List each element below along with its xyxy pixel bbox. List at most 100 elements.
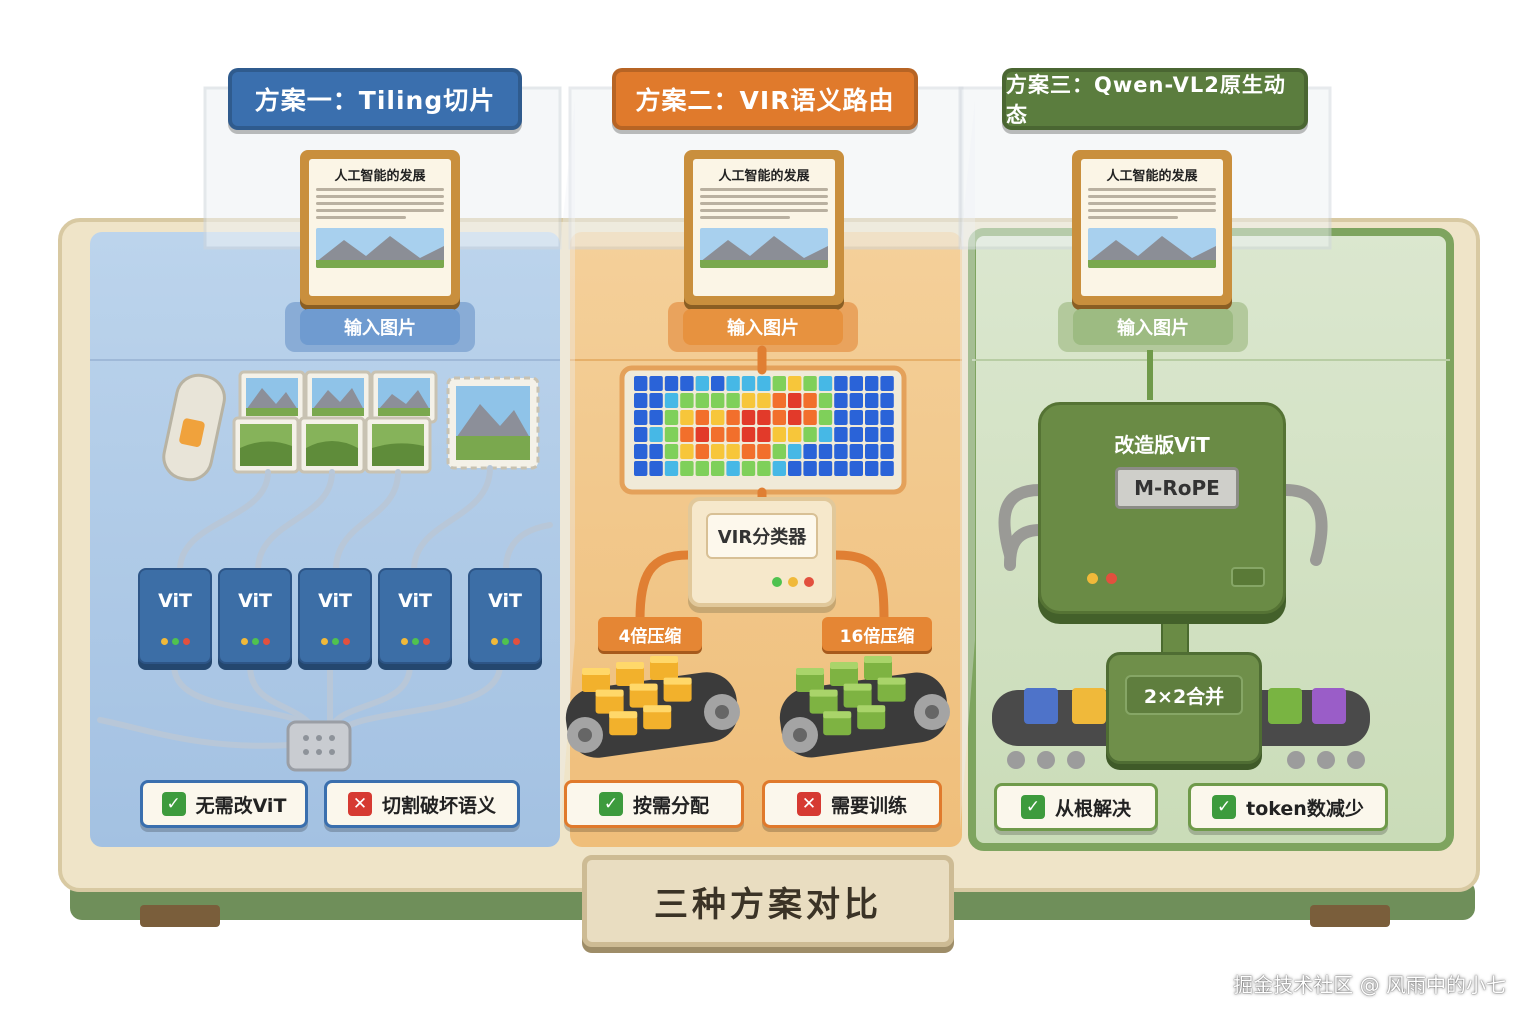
token-cube-top: [643, 705, 672, 713]
heatmap-cell: [664, 376, 679, 391]
heatmap-cell: [834, 427, 848, 442]
panel-title-qwen: 方案三：Qwen-VL2原生动态: [1002, 68, 1308, 130]
heatmap-cell: [711, 393, 725, 408]
modified-vit-label: 改造版ViT: [1114, 433, 1210, 457]
heatmap-cell: [634, 444, 648, 459]
heatmap-cell: [649, 376, 663, 391]
heatmap-cell: [772, 376, 786, 391]
heatmap-cell: [849, 444, 863, 459]
heatmap-cell: [695, 461, 709, 476]
heatmap-cell: [649, 461, 663, 476]
vit-unit: ViT: [298, 568, 372, 664]
heatmap-cell: [772, 427, 786, 442]
heatmap-cell: [695, 427, 709, 442]
heatmap-cell: [649, 410, 663, 425]
heatmap-cell: [865, 410, 879, 425]
heatmap-cell: [741, 410, 756, 425]
heatmap-cell: [757, 461, 771, 476]
heatmap-cell: [741, 427, 756, 442]
heatmap-cell: [649, 393, 663, 408]
input-image-label-qwen: 输入图片: [1073, 309, 1233, 345]
watermark: 掘金技术社区 @ 风雨中的小七: [1233, 973, 1506, 997]
token-cube-top: [877, 677, 906, 685]
heatmap-cell: [880, 410, 894, 425]
token-cube-top: [582, 668, 610, 675]
check-icon: ✓: [598, 792, 623, 816]
heatmap-cell: [695, 376, 709, 391]
landscape-icon: [1088, 228, 1216, 268]
heatmap-cell: [695, 410, 709, 425]
token-cube-top: [857, 705, 886, 713]
heatmap-cell: [634, 427, 648, 442]
heatmap-cell: [757, 376, 771, 391]
heatmap-cell: [726, 410, 740, 425]
pro-on-demand: ✓按需分配: [564, 780, 744, 828]
vir-classifier: VIR分类器: [688, 497, 836, 607]
heatmap-cell: [664, 444, 679, 459]
vit-unit: ViT: [378, 568, 452, 664]
heatmap-cell: [834, 461, 848, 476]
heatmap-cell: [788, 461, 802, 476]
heatmap-cell: [865, 376, 879, 391]
check-icon: ✓: [1020, 795, 1045, 819]
vir-classifier-label: VIR分类器: [706, 513, 818, 559]
input-document-tiling: 人工智能的发展: [300, 150, 460, 305]
heatmap-cell: [711, 427, 725, 442]
heatmap-cell: [680, 444, 694, 459]
heatmap-cell: [834, 410, 848, 425]
heatmap-cell: [634, 376, 648, 391]
token-cube-top: [609, 711, 638, 719]
merge-2x2-label: 2×2合并: [1125, 675, 1243, 715]
heatmap-cell: [880, 376, 894, 391]
token-cube-top: [823, 711, 852, 719]
heatmap-cell: [649, 427, 663, 442]
heatmap-cell: [834, 376, 848, 391]
heatmap-cell: [649, 444, 663, 459]
heatmap-cell: [818, 376, 833, 391]
heatmap-cell: [818, 393, 833, 408]
heatmap-cell: [865, 461, 879, 476]
heatmap-cell: [788, 376, 802, 391]
token-cube-top: [629, 683, 658, 691]
image-tiles: [232, 370, 540, 474]
heatmap-cell: [803, 444, 817, 459]
heatmap-cell: [865, 393, 879, 408]
check-icon: ✓: [161, 792, 186, 816]
heatmap-cell: [757, 444, 771, 459]
pro-root-solution: ✓从根解决: [994, 783, 1158, 831]
heatmap-cell: [711, 444, 725, 459]
heatmap-cell: [741, 376, 756, 391]
heatmap-cell: [865, 427, 879, 442]
heatmap-cell: [664, 393, 679, 408]
token-cube-top: [830, 662, 858, 669]
heatmap-cell: [880, 427, 894, 442]
heatmap-cell: [772, 444, 786, 459]
heatmap-cell: [788, 427, 802, 442]
input-image-label-vir: 输入图片: [683, 309, 843, 345]
heatmap-cell: [803, 393, 817, 408]
check-icon: ✓: [1212, 795, 1237, 819]
heatmap-cell: [772, 393, 786, 408]
heatmap-cell: [818, 461, 833, 476]
heatmap-cell: [726, 393, 740, 408]
heatmap-cell: [726, 444, 740, 459]
heatmap-cell: [880, 461, 894, 476]
input-document-vir: 人工智能的发展: [684, 150, 844, 305]
heatmap-cell: [865, 444, 879, 459]
heatmap-cell: [757, 410, 771, 425]
compression-16x-tag: 16倍压缩: [822, 617, 932, 651]
compression-4x-tag: 4倍压缩: [598, 617, 702, 651]
landscape-icon: [700, 228, 828, 268]
heatmap-cell: [711, 410, 725, 425]
heatmap-cell: [849, 376, 863, 391]
heatmap-cell: [803, 427, 817, 442]
input-document-qwen: 人工智能的发展: [1072, 150, 1232, 305]
heatmap-cell: [741, 461, 756, 476]
heatmap-cell: [664, 410, 679, 425]
heatmap-cell: [788, 444, 802, 459]
heatmap-cell: [849, 427, 863, 442]
token-cube-top: [864, 656, 892, 663]
heatmap-cell: [849, 461, 863, 476]
heatmap-cell: [818, 410, 833, 425]
heatmap-cell: [803, 410, 817, 425]
